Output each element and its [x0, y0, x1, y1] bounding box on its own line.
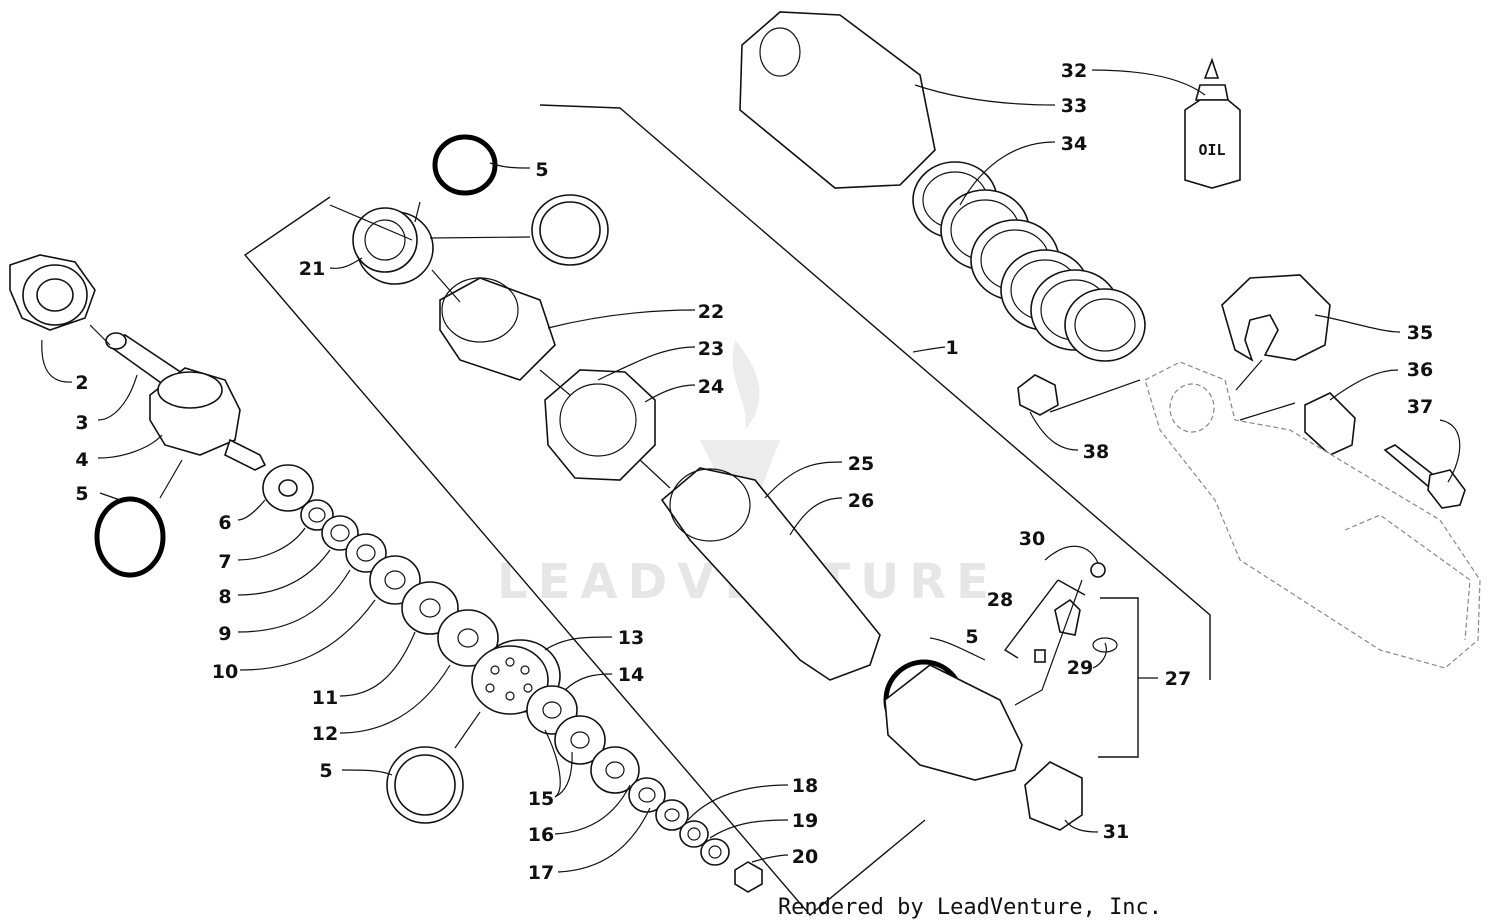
callout-20[interactable]: 20: [792, 846, 818, 868]
callout-36[interactable]: 36: [1407, 359, 1433, 381]
callout-3[interactable]: 3: [75, 412, 88, 434]
callout-11[interactable]: 11: [312, 687, 338, 709]
callout-31[interactable]: 31: [1103, 821, 1129, 843]
callout-38[interactable]: 38: [1083, 441, 1109, 463]
callout-21[interactable]: 21: [299, 258, 325, 280]
callout-5-a[interactable]: 5: [75, 483, 88, 505]
callout-29[interactable]: 29: [1067, 657, 1093, 679]
callout-1[interactable]: 1: [945, 337, 958, 359]
callout-12[interactable]: 12: [312, 723, 338, 745]
part-32-oil-bottle[interactable]: OIL: [1184, 57, 1241, 189]
part-27-reservoir[interactable]: [884, 562, 1118, 831]
callout-27[interactable]: 27: [1165, 668, 1191, 690]
callout-19[interactable]: 19: [792, 810, 818, 832]
oil-bottle-label: OIL: [1198, 141, 1225, 159]
callout-10[interactable]: 10: [212, 661, 238, 683]
callout-34[interactable]: 34: [1061, 133, 1087, 155]
callout-33[interactable]: 33: [1061, 95, 1087, 117]
part-33-spring-cover[interactable]: [739, 11, 936, 189]
part-35-spring-retainer[interactable]: [1221, 274, 1331, 362]
callout-15[interactable]: 15: [528, 788, 554, 810]
part-5-bands[interactable]: [386, 194, 609, 824]
part-21-seal-head[interactable]: [352, 207, 434, 285]
callout-35[interactable]: 35: [1407, 322, 1433, 344]
callout-8[interactable]: 8: [218, 586, 231, 608]
callout-7[interactable]: 7: [218, 551, 231, 573]
callout-2[interactable]: 2: [75, 372, 88, 394]
callout-30[interactable]: 30: [1019, 528, 1045, 550]
callout-4[interactable]: 4: [75, 449, 88, 471]
part-2-bushing[interactable]: [9, 254, 96, 331]
callout-labels: 2 3 4 5 6 7 8 9 10 11 12 5 13 14 15 16 1…: [75, 60, 1433, 884]
callout-16[interactable]: 16: [528, 824, 554, 846]
callout-5-c[interactable]: 5: [535, 159, 548, 181]
callout-5-d[interactable]: 5: [965, 626, 978, 648]
assembled-shock-ghost: [1144, 361, 1481, 669]
callout-23[interactable]: 23: [698, 338, 724, 360]
credit-text: Rendered by LeadVenture, Inc.: [778, 895, 1162, 920]
callout-37[interactable]: 37: [1407, 396, 1433, 418]
callout-9[interactable]: 9: [218, 623, 231, 645]
shim-stack-lower[interactable]: [526, 685, 763, 893]
callout-6[interactable]: 6: [218, 512, 231, 534]
callout-14[interactable]: 14: [618, 664, 644, 686]
part-23-24-adjuster-rings[interactable]: [544, 369, 656, 481]
callout-26[interactable]: 26: [848, 490, 874, 512]
part-34-spring[interactable]: [912, 161, 1146, 362]
part-36-37-38-hardware[interactable]: [1017, 374, 1466, 509]
callout-18[interactable]: 18: [792, 775, 818, 797]
callout-32[interactable]: 32: [1061, 60, 1087, 82]
callout-25[interactable]: 25: [848, 453, 874, 475]
callout-13[interactable]: 13: [618, 627, 644, 649]
callout-17[interactable]: 17: [528, 862, 554, 884]
callout-5-b[interactable]: 5: [319, 760, 332, 782]
callout-22[interactable]: 22: [698, 301, 724, 323]
callout-24[interactable]: 24: [698, 376, 724, 398]
part-3-4-shaft-eye[interactable]: [105, 332, 267, 471]
part-25-26-shock-body[interactable]: [660, 467, 881, 681]
part-22-bushing[interactable]: [439, 277, 556, 381]
leader-lines: [41, 69, 1461, 873]
callout-28[interactable]: 28: [987, 589, 1013, 611]
shim-stack-upper[interactable]: [262, 464, 499, 667]
